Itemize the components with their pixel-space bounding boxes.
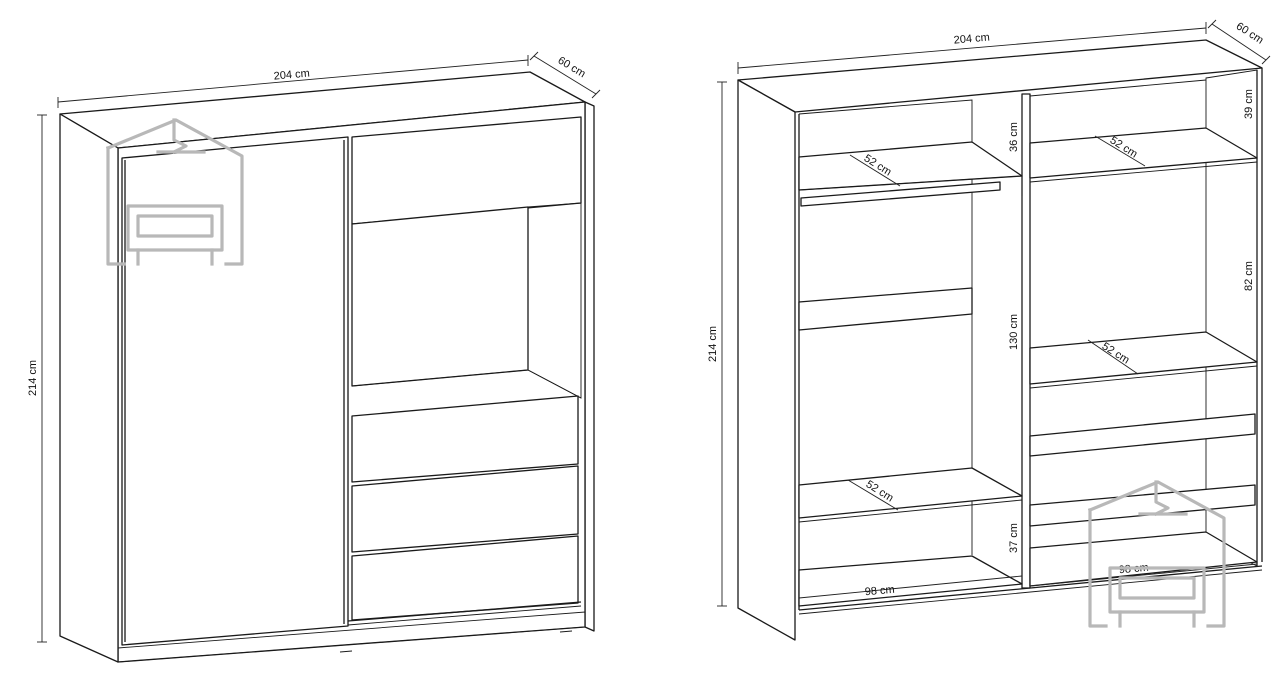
house-sofa-watermark-icon: [105, 118, 244, 266]
closed-wardrobe: [59, 71, 595, 663]
right-dimension-lines: [717, 19, 1271, 607]
hanging-section-right-label: 82 cm: [1243, 261, 1255, 291]
top-compartment-left-label: 36 cm: [1008, 122, 1020, 152]
top-compartment-right-label: 39 cm: [1243, 89, 1255, 119]
left-depth-label: 60 cm: [556, 55, 588, 81]
open-wardrobe: [737, 39, 1263, 641]
right-height-label: 214 cm: [707, 326, 719, 362]
bottom-width-left-label: 98 cm: [864, 584, 895, 599]
left-width-label: 204 cm: [273, 67, 310, 82]
hanging-section-left-label: 130 cm: [1008, 314, 1020, 350]
house-sofa-watermark-icon: [1087, 480, 1226, 628]
right-depth-label: 60 cm: [1234, 20, 1266, 46]
right-width-label: 204 cm: [953, 31, 990, 46]
left-height-label: 214 cm: [27, 360, 39, 396]
bottom-compartment-left-label: 37 cm: [1008, 523, 1020, 553]
left-dimension-lines: [37, 51, 601, 643]
